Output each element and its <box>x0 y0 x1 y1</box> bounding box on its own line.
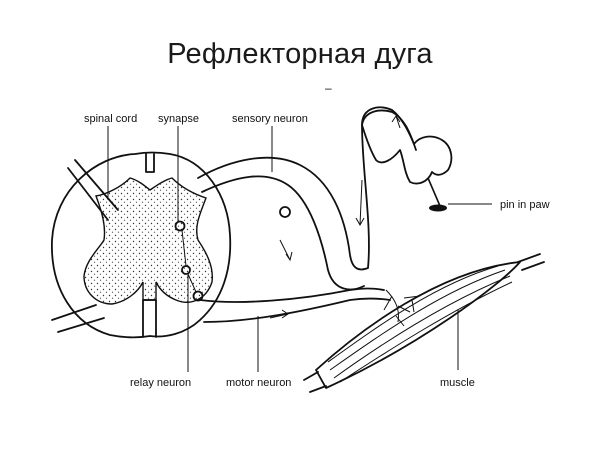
label-relay-neuron: relay neuron <box>130 377 191 389</box>
sensory-down-arrow <box>355 179 365 227</box>
label-pin-in-paw: pin in paw <box>500 199 550 211</box>
synapse-1 <box>174 220 186 232</box>
slide-title: Рефлекторная дуга <box>167 38 433 70</box>
muscle-fibers <box>327 265 513 383</box>
relay-neuron-axon <box>181 229 197 293</box>
left-dorsal-root <box>67 159 119 221</box>
pin-head <box>429 204 447 212</box>
motor-neuron-lower <box>203 297 391 323</box>
label-synapse: synapse <box>158 113 199 125</box>
label-muscle: muscle <box>440 377 475 389</box>
muscle-tendon-left <box>303 371 327 393</box>
sensory-axon-arrow <box>279 239 293 262</box>
spinal-cord-outline <box>51 151 232 339</box>
sensory-neuron-outer <box>197 109 417 271</box>
label-sensory-neuron: sensory neuron <box>232 113 308 125</box>
motor-end-plates <box>383 289 421 327</box>
label-spinal-cord: spinal cord <box>84 113 137 125</box>
ventral-fissure <box>142 299 157 338</box>
paw <box>361 106 453 185</box>
synapse-2 <box>192 290 204 302</box>
left-ventral-root <box>51 304 105 333</box>
pin <box>427 177 441 207</box>
subtitle-mark: – <box>325 81 332 95</box>
sensory-neuron-inner <box>201 175 365 291</box>
motor-axon-arrow <box>269 309 289 319</box>
dorsal-root-ganglion <box>279 206 291 218</box>
paw-up-arrow <box>391 115 401 129</box>
label-motor-neuron: motor neuron <box>226 377 291 389</box>
dorsal-notch <box>145 153 155 173</box>
muscle-tendon-right <box>517 253 545 271</box>
motor-neuron-upper <box>199 287 385 303</box>
grey-matter <box>83 177 213 305</box>
